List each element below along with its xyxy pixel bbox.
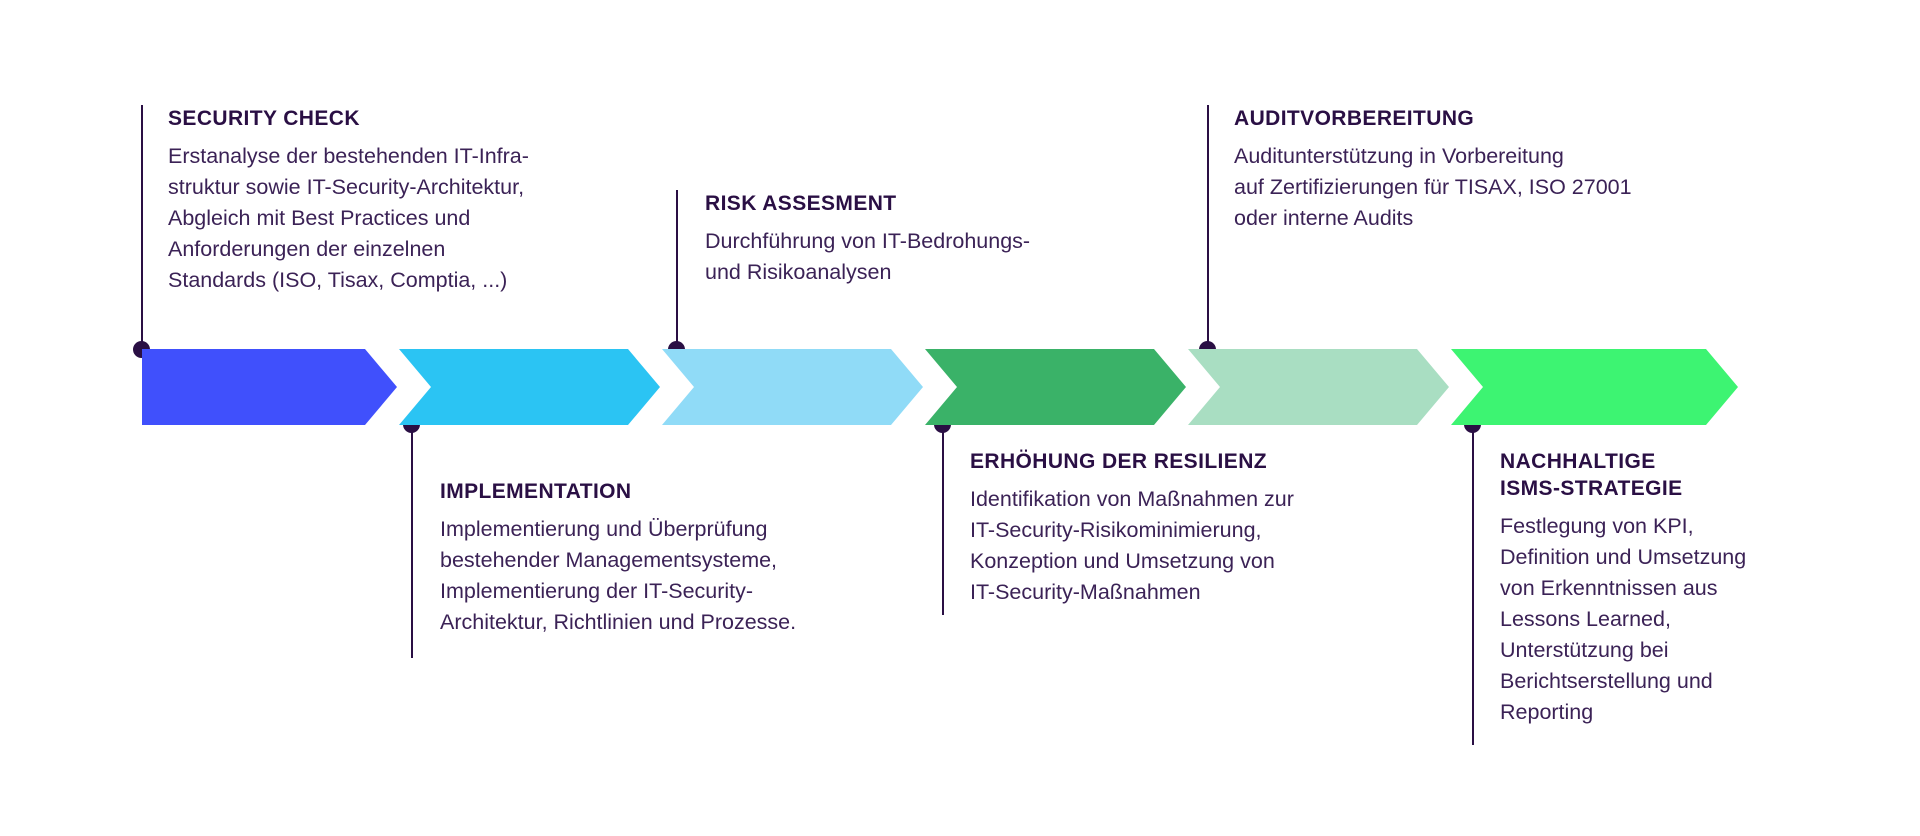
connector-line-step-2 bbox=[411, 420, 413, 658]
step-title-1: SECURITY CHECK bbox=[168, 107, 360, 130]
chevron-process-bar bbox=[142, 349, 1738, 425]
chevron-step-5[interactable] bbox=[1188, 349, 1449, 425]
chevron-shape-4 bbox=[925, 349, 1186, 425]
chevron-shape-5 bbox=[1188, 349, 1449, 425]
chevron-shape-6 bbox=[1451, 349, 1738, 425]
step-body-1: Erstanalyse der bestehenden IT-Infra- st… bbox=[168, 144, 529, 292]
step-body-6: Festlegung von KPI, Definition und Umset… bbox=[1500, 514, 1747, 724]
chevron-shape-3 bbox=[662, 349, 923, 425]
connector-line-step-1 bbox=[141, 105, 143, 355]
step-label-security-check: SECURITY CHECK Erstanalyse der bestehend… bbox=[168, 105, 688, 296]
step-label-auditvorbereitung: AUDITVORBEREITUNG Auditunterstützung in … bbox=[1234, 105, 1794, 234]
chevron-step-6[interactable] bbox=[1451, 349, 1738, 425]
chevron-shape-2 bbox=[399, 349, 660, 425]
step-title-6: NACHHALTIGE ISMS-STRATEGIE bbox=[1500, 450, 1683, 500]
step-body-3: Durchführung von IT-Bedrohungs- und Risi… bbox=[705, 229, 1031, 284]
chevron-step-3[interactable] bbox=[662, 349, 923, 425]
connector-line-step-4 bbox=[942, 420, 944, 615]
step-body-2: Implementierung und Überprüfung bestehen… bbox=[440, 517, 797, 634]
step-label-risk-assesment: RISK ASSESMENT Durchführung von IT-Bedro… bbox=[705, 190, 1205, 288]
chevron-step-4[interactable] bbox=[925, 349, 1186, 425]
chevron-step-2[interactable] bbox=[399, 349, 660, 425]
step-body-4: Identifikation von Maßnahmen zur IT-Secu… bbox=[970, 487, 1294, 604]
step-title-4: ERHÖHUNG DER RESILIENZ bbox=[970, 450, 1267, 473]
connector-line-step-5 bbox=[1207, 105, 1209, 355]
connector-line-step-3 bbox=[676, 190, 678, 355]
chevron-shape-1 bbox=[142, 349, 397, 425]
step-label-nachhaltige-isms-strategie: NACHHALTIGE ISMS-STRATEGIE Festlegung vo… bbox=[1500, 448, 1900, 728]
step-label-erhoehung-der-resilienz: ERHÖHUNG DER RESILIENZ Identifikation vo… bbox=[970, 448, 1450, 608]
step-body-5: Auditunterstützung in Vorbereitung auf Z… bbox=[1234, 144, 1632, 230]
chevron-step-1[interactable] bbox=[142, 349, 397, 425]
step-title-3: RISK ASSESMENT bbox=[705, 192, 897, 215]
step-label-implementation: IMPLEMENTATION Implementierung und Überp… bbox=[440, 478, 960, 638]
connector-line-step-6 bbox=[1472, 420, 1474, 745]
step-title-2: IMPLEMENTATION bbox=[440, 480, 632, 503]
step-title-5: AUDITVORBEREITUNG bbox=[1234, 107, 1475, 130]
